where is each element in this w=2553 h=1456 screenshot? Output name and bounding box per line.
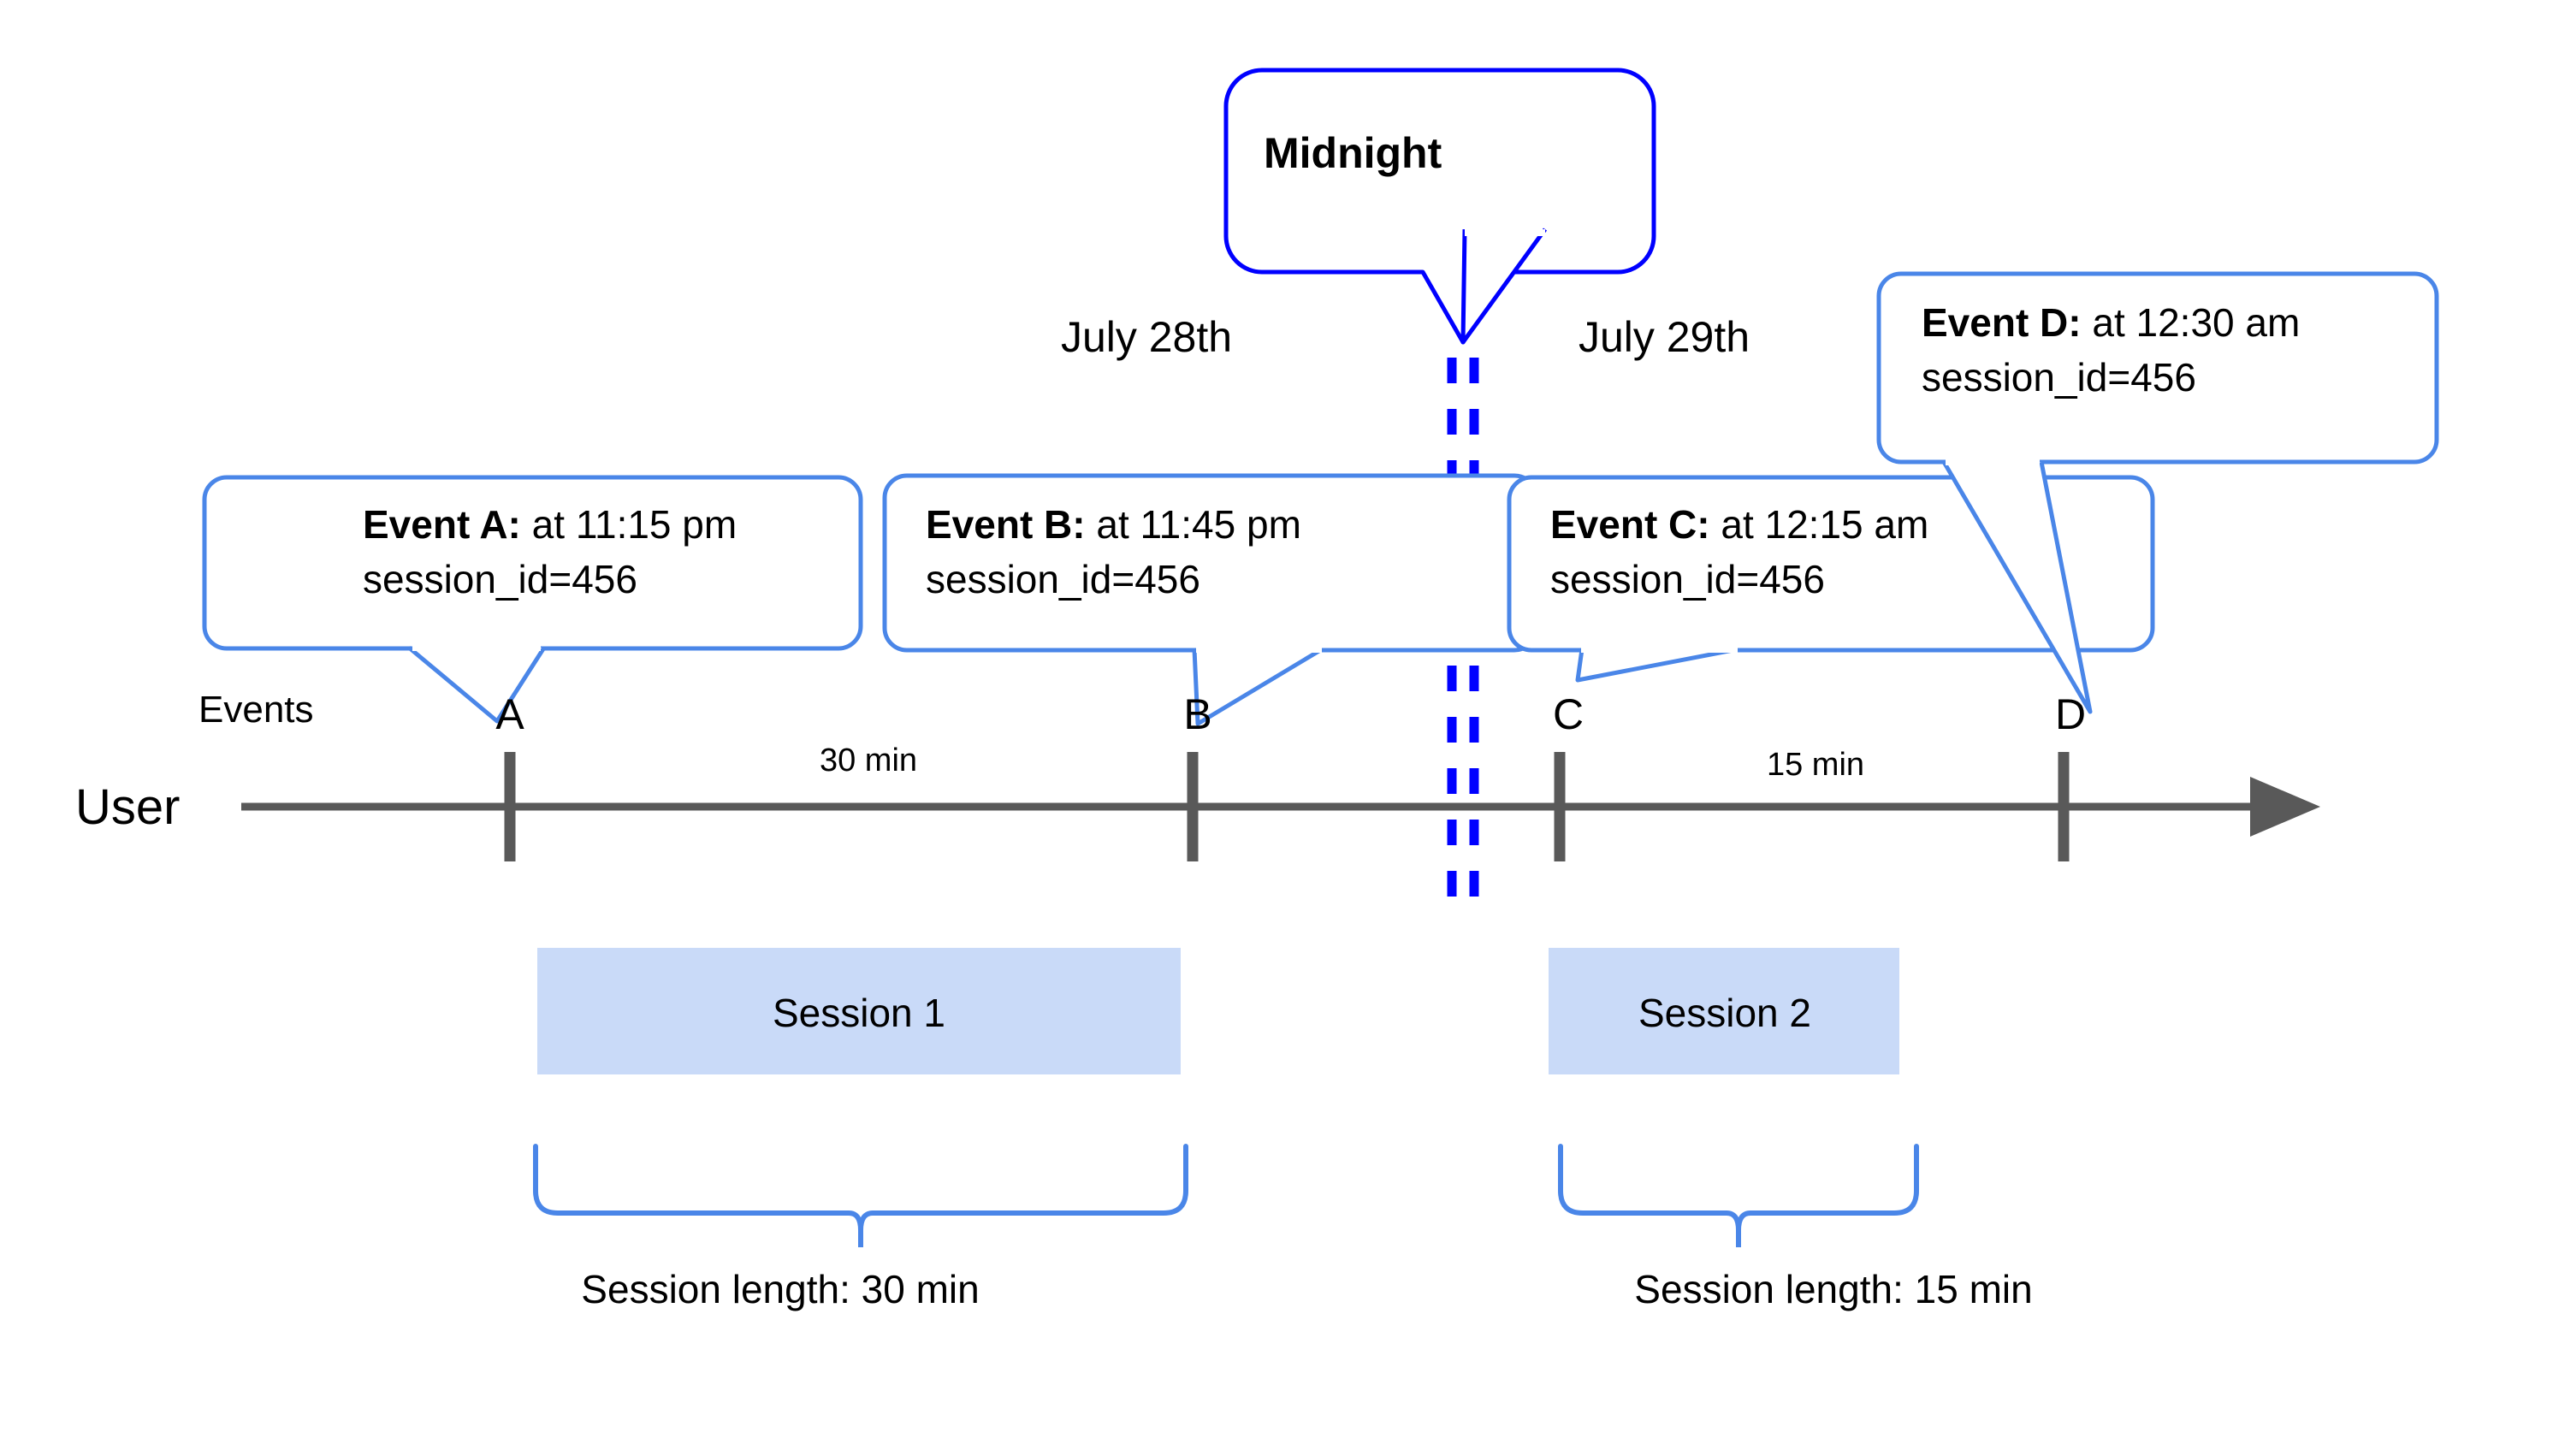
event-c-callout-line-1: Event C: at 12:15 am <box>1550 500 1928 550</box>
session-1-label: Session 1 <box>772 991 946 1035</box>
event-a-callout-shape <box>202 475 863 724</box>
event-b-callout-shape <box>882 473 1539 726</box>
session-1-brace <box>533 1144 1188 1247</box>
event-c-callout-line-2: session_id=456 <box>1550 557 1825 601</box>
session-2-box <box>1549 948 1899 1074</box>
event-c-bold-prefix: Event C: <box>1550 502 1710 547</box>
axis-letter-b: B <box>1183 690 1212 738</box>
row-label-events: Events <box>198 689 314 731</box>
duration-label-30-min: 30 min <box>819 743 918 778</box>
event-d-callout-line-1: Event D: at 12:30 am <box>1922 298 2300 348</box>
midnight-callout-shape <box>1223 68 1656 345</box>
axis-letter-d: D <box>2054 690 2087 738</box>
event-b-callout-line-1: Event B: at 11:45 pm <box>926 500 1301 550</box>
axis-letter-c: C <box>1552 690 1585 738</box>
event-d-time: at 12:30 am <box>2081 300 2301 345</box>
event-d-bold-prefix: Event D: <box>1922 300 2082 345</box>
event-d-callout-shape <box>1876 271 2439 714</box>
timeline-axis <box>241 752 2320 861</box>
event-a-callout-line-1: Event A: at 11:15 pm <box>363 500 737 550</box>
event-a-callout-line-2: session_id=456 <box>363 557 637 601</box>
date-label-july-29: July 29th <box>1578 313 1750 361</box>
duration-label-15-min: 15 min <box>1766 747 1865 783</box>
axis-letter-a: A <box>495 690 524 738</box>
event-d-callout-line-2: session_id=456 <box>1922 355 2196 400</box>
session-2-brace <box>1558 1144 1919 1247</box>
date-label-july-28: July 28th <box>1060 313 1233 361</box>
event-b-callout-line-2: session_id=456 <box>926 557 1200 601</box>
session-1-length-label: Session length: 30 min <box>581 1267 980 1311</box>
event-a-time: at 11:15 pm <box>520 502 737 547</box>
session-2-label: Session 2 <box>1638 991 1812 1035</box>
timeline-arrowhead <box>2250 777 2320 837</box>
event-b-bold-prefix: Event B: <box>926 502 1086 547</box>
session-2-length-label: Session length: 15 min <box>1634 1267 2033 1311</box>
row-label-user: User <box>75 779 181 835</box>
event-c-time: at 12:15 am <box>1709 502 1929 547</box>
session-1-box <box>537 948 1181 1074</box>
event-a-bold-prefix: Event A: <box>363 502 521 547</box>
midnight-label: Midnight <box>1264 129 1442 177</box>
event-b-time: at 11:45 pm <box>1085 502 1301 547</box>
